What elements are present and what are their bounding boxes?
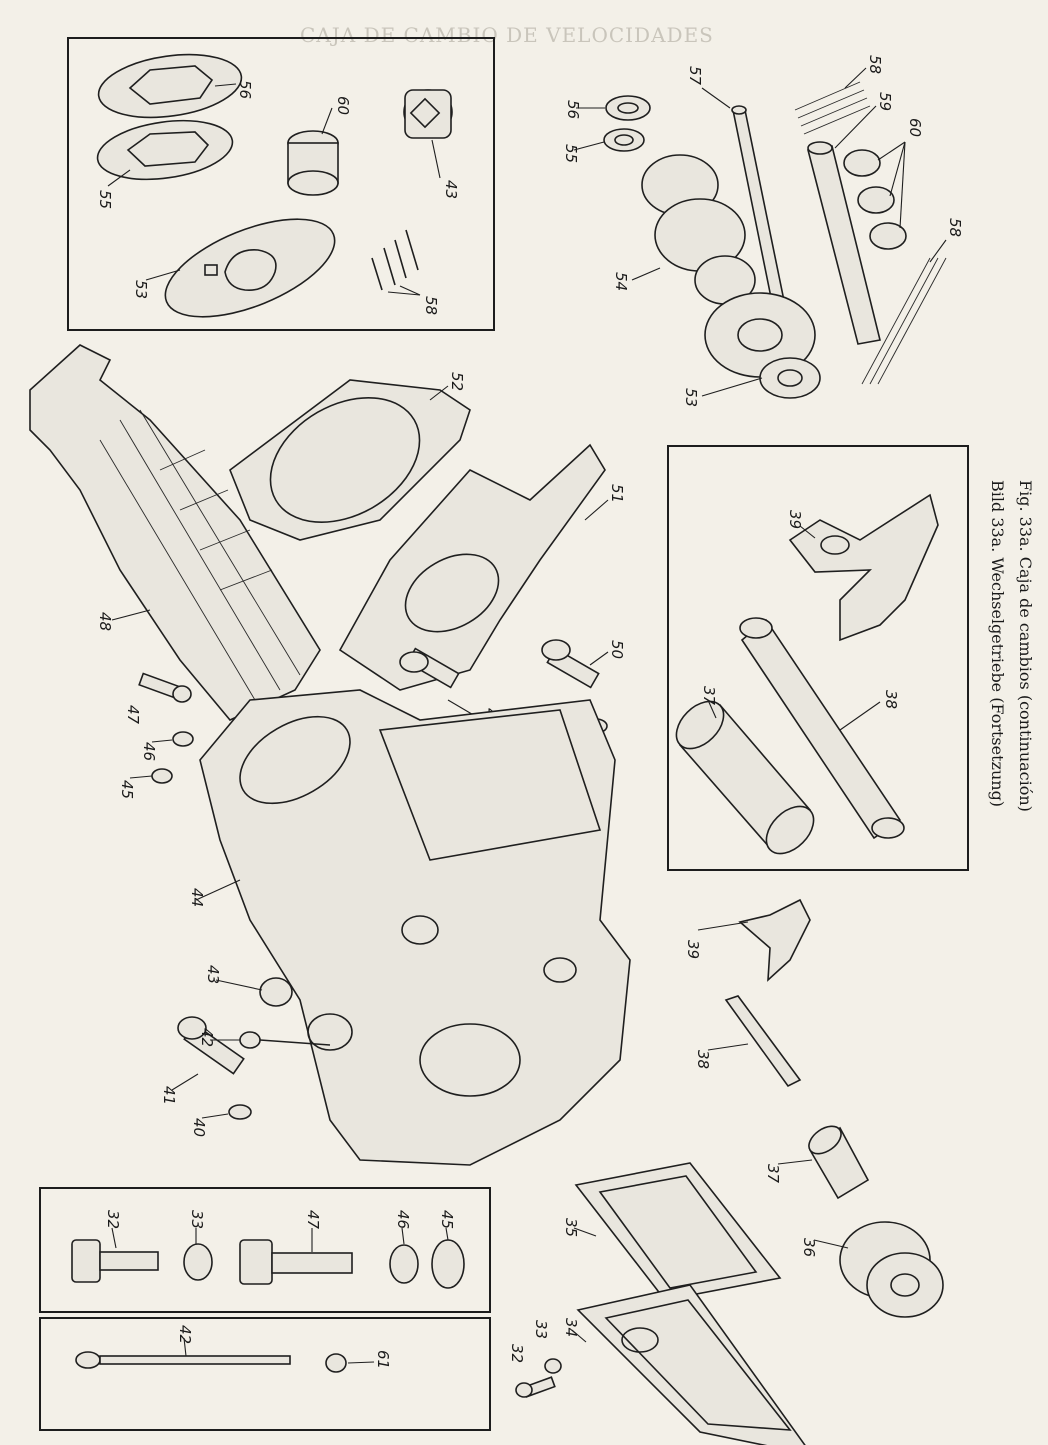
part-58-needles-right-upper [794,81,871,135]
part-56-lock-washer [97,53,243,119]
label-45: 45 [118,780,136,799]
label-38: 38 [694,1050,712,1069]
part-61-nut-detail [325,1353,347,1373]
label-55: 55 [96,190,114,209]
caption-german: Bild 33a. Wechselgetriebe (Fortsetzung) [988,480,1007,807]
part-55-thrust-washer [96,119,234,181]
label-40-housing: 40 [190,1118,208,1137]
inset-box-bolts [39,1187,491,1313]
label-33: 33 [188,1210,206,1229]
label-53: 53 [132,280,150,299]
label-52: 52 [448,372,466,391]
label-56: 56 [236,80,254,99]
part-58-needles-right-lower [861,257,947,385]
part-59-spacer-tube [807,141,881,345]
bleed-through-header: CAJA DE CAMBIO DE VELOCIDADES [300,23,714,47]
label-42-housing: 42 [198,1028,216,1047]
label-48: 48 [96,612,114,631]
label-54: 54 [612,272,630,291]
label-58-top: 58 [866,55,884,74]
part-46-spring-washer [172,731,194,747]
part-53-washer-right [759,357,821,399]
label-32-small: 32 [508,1344,526,1363]
label-32: 32 [104,1210,122,1229]
part-43-plug-housing [259,977,293,1007]
label-46-detail: 46 [394,1210,412,1229]
label-50: 50 [608,640,626,659]
part-55-washer-right [603,128,645,152]
label-58: 58 [422,296,440,315]
part-36-gear [839,1221,944,1318]
label-61: 61 [374,1350,392,1369]
part-52-gasket [229,379,471,541]
label-42-detail: 42 [176,1325,194,1344]
label-37-detail: 37 [700,686,718,706]
part-39-fork-detail [788,493,939,642]
label-53-right: 53 [682,388,700,407]
label-55-right: 55 [562,144,580,163]
part-34-cover [576,1284,806,1445]
part-42-dipstick-detail [75,1351,291,1369]
caption-spanish: Fig. 33a. Caja de cambios (continuación) [1016,480,1035,812]
label-47-detail: 47 [304,1210,322,1230]
part-33-nut-detail [183,1243,213,1281]
part-54-gear-cluster [641,154,816,378]
part-40-washer-housing [228,1104,252,1120]
label-56-right: 56 [564,100,582,119]
label-60-right: 60 [906,118,924,137]
label-35: 35 [562,1218,580,1237]
part-32-small-bolt [515,1376,556,1398]
label-36: 36 [800,1238,818,1257]
part-41-bolt [177,1016,245,1075]
label-51: 51 [608,484,626,503]
part-47-bolt [138,672,192,703]
part-39-fork [738,898,811,982]
part-50-bolt [541,639,600,689]
part-60-bushes-right [843,149,907,250]
part-38-pin-detail [739,617,905,840]
part-33-small-nut [544,1358,562,1374]
part-43-plug [403,89,453,139]
part-44-gearbox-housing [199,689,631,1166]
label-33-small: 33 [532,1320,550,1339]
label-39: 39 [684,940,702,959]
label-57: 57 [686,66,704,86]
label-60: 60 [334,96,352,115]
label-43-housing: 43 [204,965,222,984]
label-44: 44 [188,888,206,907]
part-48-main-shaft [29,344,321,721]
part-37-bush-detail [675,700,815,855]
label-43: 43 [442,180,460,199]
part-38-pin [724,995,802,1088]
label-38-detail: 38 [882,690,900,709]
label-39-detail: 39 [786,510,804,529]
part-46-washer-detail [389,1244,419,1284]
inset-box-washers [67,37,495,331]
part-32-bolt-detail [71,1239,159,1283]
label-58-right: 58 [946,218,964,237]
inset-box-dipstick [39,1317,491,1431]
label-46: 46 [140,742,158,761]
inset-box-pins [667,445,969,871]
part-35-gasket [574,1162,782,1301]
part-37-bush [808,1125,870,1200]
label-45-detail: 45 [438,1210,456,1229]
part-49-bolt [399,647,460,689]
label-59: 59 [876,92,894,111]
label-37: 37 [764,1164,782,1184]
part-53-tab-washer [164,218,336,318]
label-47: 47 [124,705,142,725]
part-60-bush [287,130,339,196]
part-56-washer-right [605,95,651,121]
part-58-needle-rollers [371,229,419,291]
part-45-washer [151,768,173,784]
label-41: 41 [160,1086,178,1105]
part-45-washer-detail [431,1239,465,1289]
part-47-bolt-detail [239,1239,353,1285]
